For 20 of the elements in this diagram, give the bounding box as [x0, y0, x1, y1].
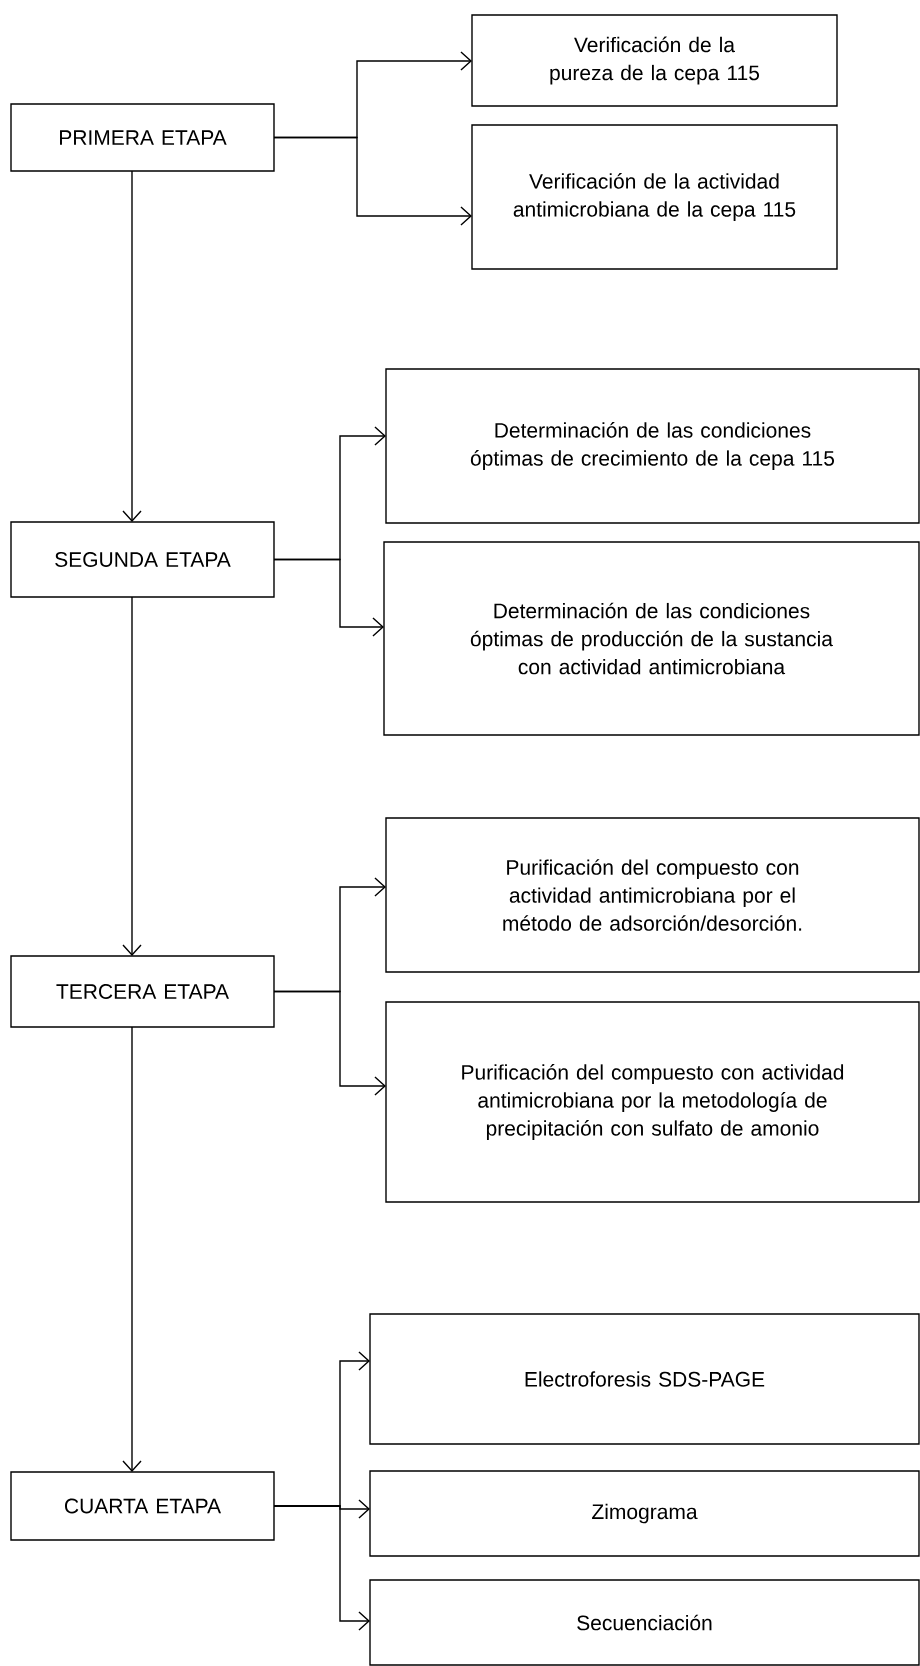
- task-box: Determinación de las condiciones óptimas de crecimiento de la cepa 115: [385, 368, 920, 524]
- task-box: Zimograma: [369, 1470, 920, 1557]
- stage-box: CUARTA ETAPA: [10, 1471, 275, 1541]
- arrow: [273, 1505, 370, 1631]
- task-box: Verificación de la actividad antimicrobiana de la cepa 115: [471, 124, 838, 270]
- task-box: Purificación del compuesto con actividad antimicrobiana por el método de adsorción/desorción.: [385, 817, 920, 973]
- stage-box: SEGUNDA ETAPA: [10, 521, 275, 598]
- task-box: Secuenciación: [369, 1579, 920, 1666]
- arrow: [122, 170, 142, 522]
- stage-box: PRIMERA ETAPA: [10, 103, 275, 172]
- arrow: [273, 136, 472, 226]
- stage-box: TERCERA ETAPA: [10, 955, 275, 1028]
- arrow: [122, 596, 142, 956]
- arrow: [273, 558, 384, 637]
- arrow: [122, 1026, 142, 1472]
- arrow: [273, 990, 386, 1096]
- task-box: Purificación del compuesto con actividad antimicrobiana por la metodología de precipitación con sulfato de amonio: [385, 1001, 920, 1203]
- task-box: Verificación de la pureza de la cepa 115: [471, 14, 838, 107]
- task-box: Electroforesis SDS-PAGE: [369, 1313, 920, 1445]
- task-box: Determinación de las condiciones óptimas de producción de la sustancia con actividad antimicrobiana: [383, 541, 920, 736]
